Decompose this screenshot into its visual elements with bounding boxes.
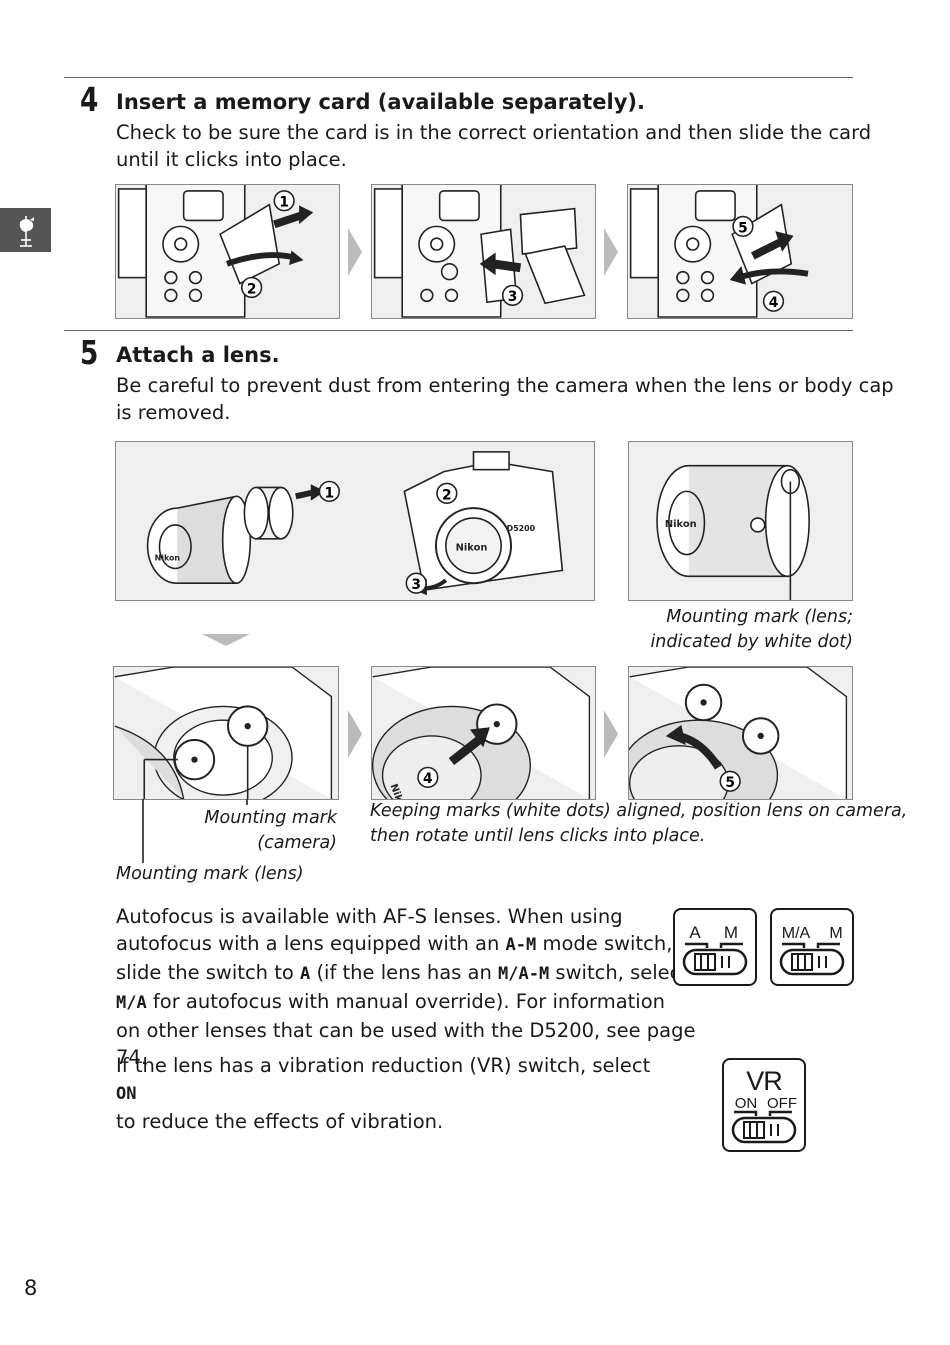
step-4-number: 4: [80, 80, 98, 119]
switch-am-right-label: M: [724, 923, 738, 942]
svg-text:3: 3: [508, 289, 518, 305]
vr-paragraph: If the lens has a vibration reduction (V…: [116, 1054, 651, 1133]
mam-switch-diagram: M/A M: [770, 908, 854, 986]
switch-mam-left-label: M/A: [782, 925, 811, 942]
vr-switch-title: VR: [746, 1066, 782, 1096]
camera-card-slot-illustration: 1 2: [117, 185, 314, 318]
callout-1: 1: [273, 190, 295, 212]
camera-model-label: D5200: [507, 524, 536, 533]
step-5-number: 5: [80, 333, 98, 372]
caption-align-marks: Keeping marks (white dots) aligned, posi…: [370, 801, 908, 846]
callout-4: 4: [417, 766, 439, 788]
divider-top: [64, 77, 853, 78]
card-insert-panel-2: 3: [371, 184, 596, 319]
lens-cap-brand: Nikon: [665, 519, 697, 530]
divider-middle: [64, 330, 853, 331]
card-insert-panel-3: 4 5: [627, 184, 853, 319]
mount-align-panel-3: 5: [628, 666, 853, 800]
svg-text:4: 4: [423, 771, 433, 787]
step-5-text: Be careful to prevent dust from entering…: [116, 372, 894, 426]
caption-lens-mounting-mark: Mounting mark (lens; indicated by white …: [650, 607, 853, 652]
switch-mam-right-label: M: [829, 925, 842, 942]
callout-5: 5: [732, 215, 754, 238]
switch-am-left-label: A: [689, 923, 701, 942]
remove-caps-illustration: Nikon Nikon D5200 1 2 3: [146, 451, 564, 596]
lens-front-illustration: Nikon: [656, 464, 810, 600]
am-switch-diagram: A M: [673, 908, 757, 986]
svg-text:2: 2: [442, 487, 452, 503]
mount-rotate-illustration: 5: [629, 667, 848, 799]
svg-text:5: 5: [725, 775, 735, 791]
vr-switch-off-label: OFF: [767, 1095, 797, 1112]
chevron-right-icon: [348, 710, 362, 758]
chevron-down-icon: [202, 634, 250, 646]
mount-align-illustration: [114, 667, 333, 799]
lens-cap-brand: Nikon: [155, 554, 180, 563]
svg-text:2: 2: [247, 281, 257, 297]
card-insertion-illustration: 3: [373, 185, 586, 318]
mount-align-panel-1: [113, 666, 339, 800]
caption-lens-mounting-mark-bottom: Mounting mark (lens): [116, 864, 304, 884]
page-number: 8: [24, 1276, 38, 1300]
callout-2: 2: [436, 482, 458, 505]
svg-text:1: 1: [279, 195, 289, 211]
mount-align-panel-2: Nikon 4: [371, 666, 596, 800]
step-4-line-2: until it clicks into place.: [116, 148, 347, 171]
caption-camera-mounting-mark: Mounting mark (camera): [204, 808, 337, 853]
step-4-title: Insert a memory card (available separate…: [116, 90, 645, 114]
remove-caps-panel: Nikon Nikon D5200 1 2 3: [115, 441, 595, 601]
callout-1: 1: [318, 480, 340, 503]
callout-3: 3: [405, 572, 427, 594]
step-4-line-1: Check to be sure the card is in the corr…: [116, 121, 872, 144]
callout-2: 2: [240, 276, 263, 299]
autofocus-paragraph: Autofocus is available with AF-S lenses.…: [116, 905, 696, 1069]
step-5-title: Attach a lens.: [116, 343, 280, 367]
lens-mounting-mark-panel: Nikon: [628, 441, 853, 601]
section-tab: [0, 208, 51, 252]
callout-5: 5: [719, 770, 741, 792]
callout-3: 3: [501, 284, 524, 306]
leader-lines: [142, 799, 248, 863]
vr-switch-diagram: VR ON OFF: [722, 1058, 806, 1152]
mount-insert-illustration: Nikon 4: [372, 667, 591, 799]
svg-text:4: 4: [769, 295, 779, 311]
svg-text:5: 5: [738, 220, 748, 236]
vr-switch-on-label: ON: [735, 1095, 758, 1112]
rooster-icon: [19, 216, 34, 247]
chevron-right-icon: [348, 228, 362, 276]
svg-text:1: 1: [325, 485, 335, 501]
card-slot-close-illustration: 4 5: [629, 185, 809, 318]
body-cap-brand: Nikon: [456, 543, 488, 554]
step-5-line-1: Be careful to prevent dust from entering…: [116, 374, 894, 397]
card-insert-panel-1: 1 2: [115, 184, 340, 319]
svg-text:3: 3: [411, 577, 421, 593]
step-5-line-2: is removed.: [116, 401, 231, 424]
callout-4: 4: [762, 290, 785, 312]
chevron-right-icon: [604, 710, 618, 758]
chevron-right-icon: [604, 228, 618, 276]
step-4-text: Check to be sure the card is in the corr…: [116, 119, 871, 173]
